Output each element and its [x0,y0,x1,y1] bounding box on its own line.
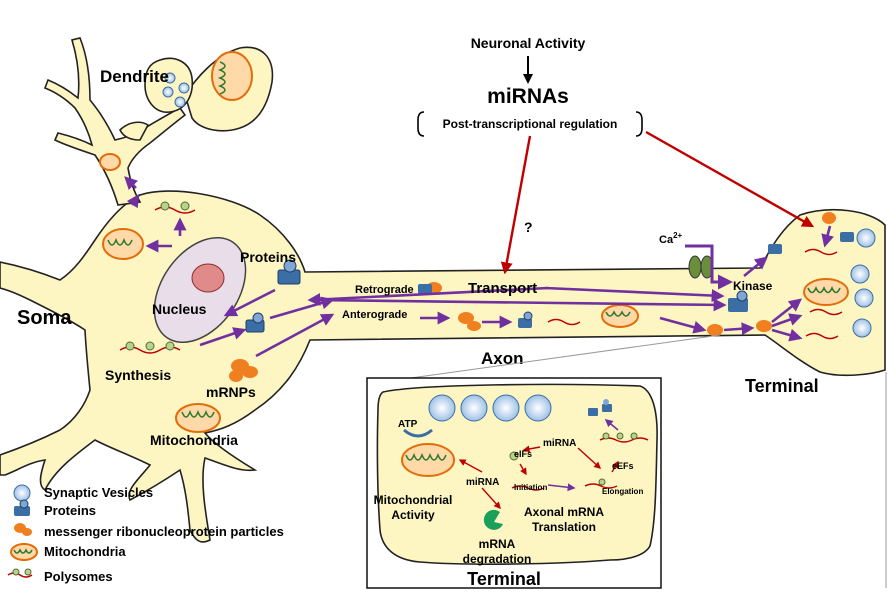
mitochondria-dendrite [99,153,121,171]
legend-label-2: messenger ribonucleoprotein particles [44,524,284,539]
mrnp-icon [14,523,32,536]
soma-label: Soma [17,307,72,329]
terminal-label: Terminal [745,376,819,396]
mitochondria-soma-upper [102,228,144,260]
polysome-icon [7,568,33,578]
inset-vesicles [428,394,552,422]
legend-label-3: Mitochondria [44,544,126,559]
calcium-channel [685,244,733,290]
neuronal-activity-label: Neuronal Activity [471,35,586,51]
purple-arrows [124,176,834,358]
inset-mito-activity-2: Activity [391,508,435,522]
transport-label: Transport [468,280,537,297]
dendrite-label: Dendrite [100,67,169,86]
inset-initiation: Initiation [514,483,547,492]
inset-mirna-left: miRNA [466,477,499,488]
nucleus-label: Nucleus [152,301,207,317]
inset-arrows [458,418,619,510]
terminal-inset: ATP miRNA miRNA eIFs Initiation eEFs Elo… [366,334,887,589]
mitochondria-icon [10,543,38,561]
mitochondria-soma [175,403,221,433]
inset-eefs: eEFs [612,461,634,471]
inset-mito-activity-1: Mitochondrial [374,493,453,507]
inset-terminal-title: Terminal [467,569,541,589]
terminal-contents [728,212,876,340]
inset-axonal-2: Translation [532,520,596,534]
legend-label-0: Synaptic Vesicles [44,485,153,500]
question-mark: ? [524,219,533,235]
inset-axonal-1: Axonal mRNA [524,505,604,519]
inset-proteins [588,399,612,416]
protein-icon [14,499,30,516]
inset-elongation: Elongation [602,487,643,496]
mitochondria-label: Mitochondria [150,432,238,448]
legend-label-1: Proteins [44,503,96,518]
anterograde-label: Anterograde [342,309,407,321]
spine-vesicles [162,72,190,108]
legend-label-4: Polysomes [44,569,113,584]
ca-label: Ca2+ [659,231,683,246]
proteins-label: Proteins [240,249,296,265]
protein-cluster-soma [245,259,301,333]
mrnps-label: mRNPs [206,384,256,400]
post-transcriptional-label: Post-transcriptional regulation [443,117,618,131]
nucleus [153,236,247,344]
bracket-left [417,111,425,137]
bracket-right [635,111,643,137]
synthesis-label: Synthesis [105,367,171,383]
dendrite-shape [43,37,187,206]
atp-curve [403,428,433,438]
inset-polysomes [509,432,649,491]
inset-degradation-2: degradation [463,552,532,566]
degradation-pacman [483,509,503,530]
mrnp-cluster [229,359,258,382]
axon-label: Axon [481,349,524,368]
inset-mirna-top: miRNA [543,438,576,449]
synaptic-vesicle-icon [13,484,31,502]
mirnas-label: miRNAs [487,85,569,108]
inset-atp-label: ATP [398,419,418,430]
inset-eifs: eIFs [514,449,532,459]
polysomes-soma [119,201,196,354]
inset-mitochondria [401,443,455,477]
mitochondria-spine [211,51,253,101]
kinase-label: Kinase [733,279,773,293]
inset-degradation-1: mRNA [479,537,516,551]
legend: Synaptic Vesicles Proteins messenger rib… [7,484,284,584]
retrograde-label: Retrograde [355,284,414,296]
red-arrows [500,130,815,275]
